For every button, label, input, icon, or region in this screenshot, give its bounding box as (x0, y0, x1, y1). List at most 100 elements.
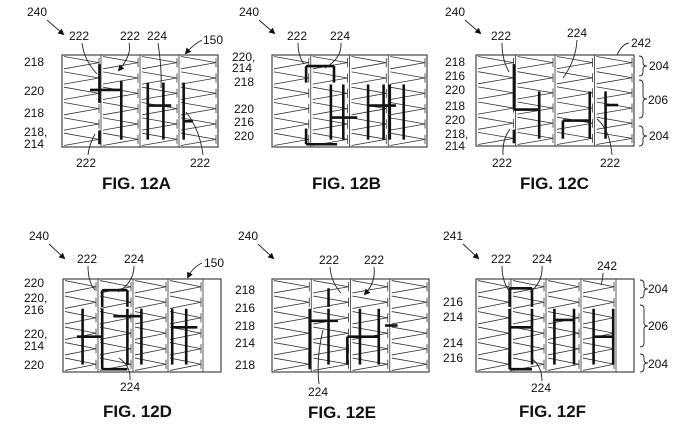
ref-label-main: 240 (239, 5, 259, 19)
label-224: 224 (308, 385, 328, 399)
label-218: 218 (234, 75, 254, 89)
label-216: 216 (235, 301, 255, 315)
label-204: 204 (649, 59, 669, 73)
label-150: 150 (204, 256, 224, 270)
brace-shape (638, 55, 648, 77)
label-218: 218 (445, 99, 465, 113)
leader-242 (616, 42, 630, 56)
label-214: 214 (445, 139, 465, 153)
figure-12c: 240 222 224 242 218 216 220 218 220 218,… (445, 5, 669, 193)
leader-222 (329, 266, 342, 294)
label-204: 204 (648, 357, 668, 371)
ref-arrow (46, 19, 65, 36)
label-214: 214 (24, 339, 44, 353)
label-220: 220 (234, 102, 254, 116)
label-216: 216 (443, 295, 463, 309)
label-206: 206 (648, 319, 668, 333)
label-216: 216 (234, 115, 254, 129)
ref-label-main: 240 (29, 229, 49, 243)
leader-222 (87, 133, 96, 156)
label-220: 220 (234, 129, 254, 143)
brace-shape (639, 353, 649, 373)
leader-224 (317, 329, 324, 385)
label-220: 220, (232, 50, 255, 64)
label-222: 222 (120, 29, 140, 43)
brace-shape (638, 79, 648, 119)
leader-222 (297, 42, 305, 65)
label-224: 224 (147, 29, 167, 43)
leader-222 (501, 265, 511, 293)
leader-222 (87, 265, 96, 291)
stent-pattern (271, 54, 428, 148)
label-224: 224 (531, 381, 551, 395)
figure-12e: 240 222 222 218 216 218 214 218 224 FIG.… (235, 229, 430, 422)
brace-206 (638, 79, 648, 119)
label-220: 220 (445, 83, 465, 97)
label-218: 218 (235, 358, 255, 372)
stent-pattern (61, 54, 219, 148)
leader-222 (363, 266, 375, 296)
brace-shape (639, 304, 649, 348)
label-218: 218, (445, 127, 468, 141)
label-220: 220 (24, 84, 44, 98)
label-214: 214 (232, 61, 252, 75)
figure-caption: FIG. 12F (519, 402, 586, 421)
label-222: 222 (600, 156, 620, 170)
label-222: 222 (77, 252, 97, 266)
label-220: 220 (445, 113, 465, 127)
label-224: 224 (532, 252, 552, 266)
label-218: 218 (235, 319, 255, 333)
leader-224 (530, 357, 543, 382)
brace-shape (639, 279, 649, 299)
figure-caption: FIG. 12D (103, 402, 172, 421)
label-224: 224 (330, 29, 350, 43)
leader-224 (324, 42, 342, 69)
label-222: 222 (319, 253, 339, 267)
stent-pattern (62, 278, 222, 373)
brace-204-top (639, 279, 649, 299)
label-150: 150 (203, 33, 223, 47)
stent-pattern (271, 278, 430, 373)
ref-arrow (257, 243, 275, 260)
leader-222 (117, 42, 130, 72)
ref-label-main: 240 (238, 229, 258, 243)
label-216: 216 (24, 303, 44, 317)
leader-150 (184, 39, 203, 55)
label-242: 242 (631, 36, 651, 50)
brace-204-bottom (638, 125, 648, 147)
leader-224 (118, 357, 131, 381)
ref-label-main: 240 (445, 5, 465, 19)
label-242: 242 (597, 259, 617, 273)
figure-12b: 240 222 224 220, 214 218 220 216 220 FIG… (232, 5, 428, 193)
ref-arrow (464, 19, 482, 35)
label-222: 222 (287, 29, 307, 43)
label-222: 222 (364, 253, 384, 267)
label-218: 218 (24, 55, 44, 69)
leader-224 (529, 265, 543, 293)
label-218: 218 (445, 55, 465, 69)
leader-224 (562, 39, 578, 79)
ref-label-main: 240 (27, 5, 47, 19)
leader-222 (501, 42, 510, 73)
leader-224 (117, 265, 135, 293)
label-220: 220 (24, 276, 44, 290)
label-224: 224 (124, 252, 144, 266)
label-222: 222 (492, 156, 512, 170)
ref-arrow (258, 19, 276, 35)
ref-arrow (462, 243, 480, 260)
label-220: 220 (24, 358, 44, 372)
figure-caption: FIG. 12C (520, 174, 589, 193)
stent-pattern (475, 54, 635, 147)
label-222: 222 (491, 29, 511, 43)
label-222: 222 (69, 29, 89, 43)
brace-204-bottom (639, 353, 649, 373)
figure-caption: FIG. 12B (312, 174, 381, 193)
label-224: 224 (120, 380, 140, 394)
label-216: 216 (443, 351, 463, 365)
label-224: 224 (567, 26, 587, 40)
label-220: 220, (24, 291, 47, 305)
leader-222 (81, 42, 98, 75)
label-214: 214 (24, 137, 44, 151)
label-214: 214 (235, 336, 255, 350)
